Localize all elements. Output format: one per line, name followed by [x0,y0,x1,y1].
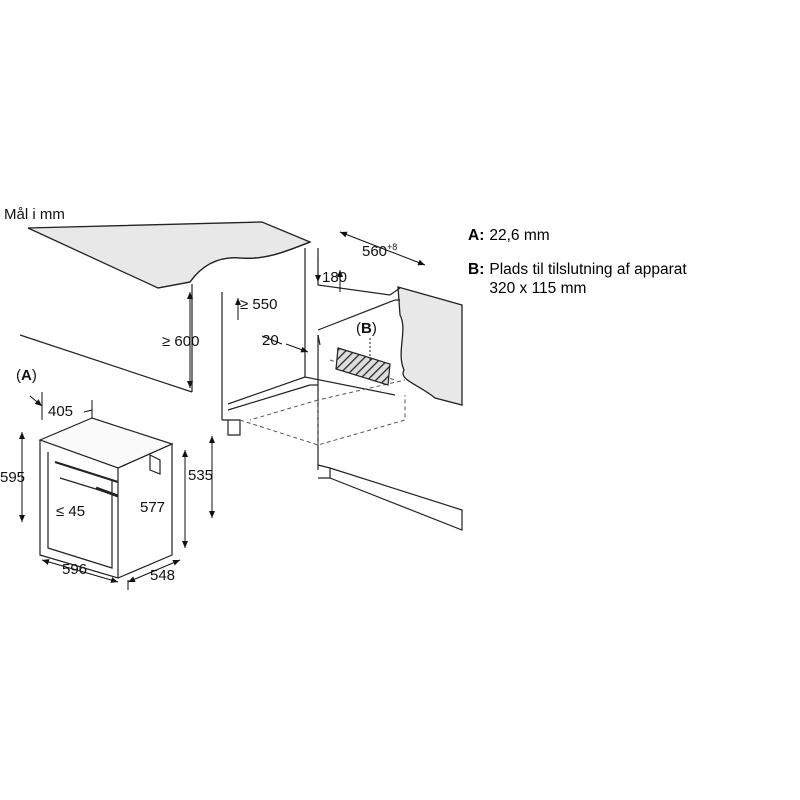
dim-cabinet-width: 560+8 [362,242,397,260]
worktop [27,221,463,406]
dim-oven-depth-body: 405 [48,403,73,420]
dim-handle-depth: ≤ 45 [56,503,85,520]
legend: A: 22,6 mm B: Plads til tilslutning af a… [468,226,687,313]
legend-key-b: B: [468,261,485,278]
cabinet-dimension-lines [187,231,426,388]
dim-oven-width: 596 [62,561,87,578]
connection-opening-b [335,338,391,386]
legend-text-a: 22,6 mm [489,227,550,244]
dim-front-offset: 20 [262,332,279,349]
legend-text-b-line2: 320 x 115 mm [489,280,587,297]
cabinet-niche [19,248,463,531]
dim-oven-depth-total: 548 [150,567,175,584]
oven-dimension-lines [19,392,215,590]
marker-a: (A) [16,367,37,384]
legend-item-a: A: 22,6 mm [468,226,687,245]
dim-rear-gap: 180 [322,269,347,286]
dim-inner-height: 577 [140,499,165,516]
dim-cabinet-depth: ≥ 550 [240,296,277,313]
marker-b: (B) [356,320,377,337]
dim-niche-height: 535 [188,467,213,484]
oven [38,417,174,579]
legend-key-a: A: [468,227,485,244]
legend-text-b-line1: Plads til tilslutning af apparat [489,261,687,278]
dim-oven-height: 595 [0,469,25,486]
dim-cabinet-height: ≥ 600 [162,333,199,350]
units-label: Mål i mm [4,206,65,223]
legend-item-b: B: Plads til tilslutning af apparat 320 … [468,260,687,298]
